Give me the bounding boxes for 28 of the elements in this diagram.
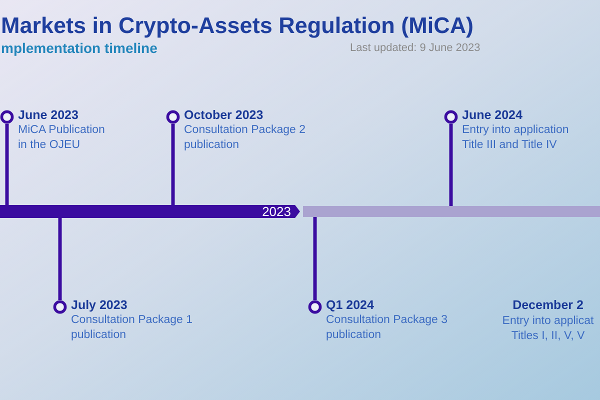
milestone-date: December 2	[512, 298, 584, 313]
stem-line	[313, 217, 317, 300]
milestone-description: Consultation Package 1 publication	[71, 313, 194, 343]
milestone-date: June 2023	[18, 108, 80, 123]
milestone-description: Entry into application Title III and Title IV	[462, 123, 570, 153]
timeline-bar	[0, 205, 300, 218]
milestone-date: June 2024	[462, 108, 524, 123]
ring-icon	[444, 110, 458, 124]
milestone-description: MiCA Publication in the OJEU	[18, 123, 106, 153]
milestone-date: Q1 2024	[326, 298, 375, 313]
milestone-date: July 2023	[71, 298, 128, 313]
milestone-description: Consultation Package 2 publication	[184, 123, 306, 153]
timeline-bar	[303, 206, 600, 217]
stem-line	[171, 124, 175, 205]
milestone-date: October 2023	[184, 108, 264, 123]
update-note: Last updated: 9 June 2023	[350, 42, 480, 54]
subtitle: mplementation timeline	[1, 40, 158, 56]
milestone-description: Entry into applicat Titles I, II, V, V	[501, 314, 595, 344]
title: Markets in Crypto-Assets Regulation (MiCA)	[1, 13, 474, 39]
stem-line	[5, 124, 9, 205]
ring-icon	[0, 110, 14, 124]
ring-icon	[53, 300, 67, 314]
ring-icon	[308, 300, 322, 314]
milestone-description: Consultation Package 3 publication	[326, 313, 448, 343]
ring-icon	[166, 110, 180, 124]
year-label: 2023	[262, 205, 291, 218]
stem-line	[449, 124, 453, 206]
stem-line	[58, 218, 62, 300]
